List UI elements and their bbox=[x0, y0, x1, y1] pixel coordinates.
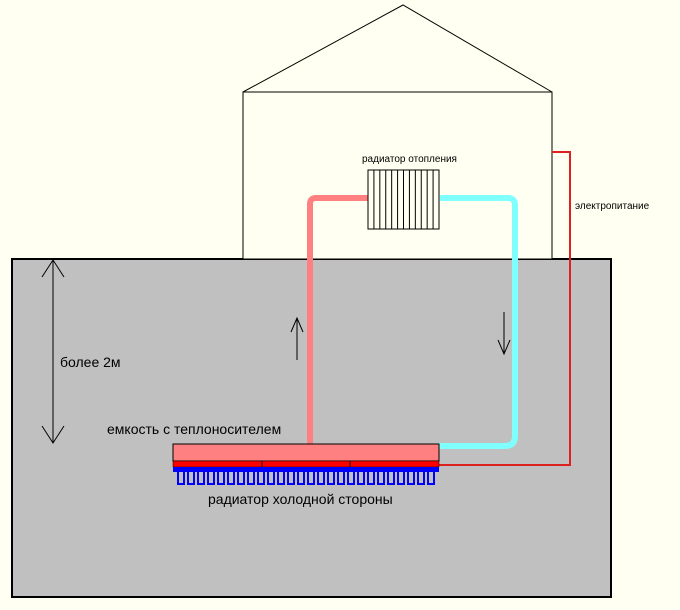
cold-fin bbox=[217, 472, 225, 485]
cold-fin bbox=[227, 472, 235, 485]
cold-fin bbox=[387, 472, 395, 485]
cold-fin bbox=[427, 472, 435, 485]
cold-fin bbox=[327, 472, 335, 485]
peltier-modules bbox=[172, 460, 440, 472]
cold-fin bbox=[347, 472, 355, 485]
depth-label: более 2м bbox=[60, 354, 121, 370]
depth-arrow bbox=[41, 259, 65, 444]
cold-fin bbox=[237, 472, 245, 485]
cold-fin bbox=[177, 472, 185, 485]
house-roof bbox=[242, 4, 553, 93]
peltier-hot-side bbox=[172, 460, 440, 468]
cold-fin bbox=[317, 472, 325, 485]
cold-fin bbox=[367, 472, 375, 485]
power-wire bbox=[438, 151, 571, 466]
cold-fin bbox=[257, 472, 265, 485]
coolant-tank bbox=[172, 443, 440, 462]
cold-fin bbox=[247, 472, 255, 485]
cold-fin bbox=[397, 472, 405, 485]
cold-pipe bbox=[438, 195, 518, 449]
cold-fin bbox=[377, 472, 385, 485]
cold-fin bbox=[407, 472, 415, 485]
cold-side-radiator-label: радиатор холодной стороны bbox=[208, 491, 393, 507]
cold-fin bbox=[267, 472, 275, 485]
cold-fin bbox=[297, 472, 305, 485]
peltier-cold-side bbox=[173, 467, 439, 472]
cold-side-radiator bbox=[177, 472, 435, 485]
flow-arrow-up bbox=[290, 316, 304, 360]
cold-fin bbox=[337, 472, 345, 485]
cold-fin bbox=[357, 472, 365, 485]
cold-fin bbox=[417, 472, 425, 485]
flow-arrow-down bbox=[497, 312, 511, 356]
hot-pipe bbox=[307, 195, 370, 444]
heating-radiator-label: радиатор отопления bbox=[362, 154, 457, 165]
cold-fin bbox=[197, 472, 205, 485]
power-supply-label: электропитание bbox=[575, 201, 650, 212]
cold-fin bbox=[287, 472, 295, 485]
cold-fin bbox=[307, 472, 315, 485]
cold-fin bbox=[277, 472, 285, 485]
heating-radiator bbox=[367, 169, 440, 230]
tank-label: емкость с теплоносителем bbox=[107, 421, 281, 437]
cold-fin bbox=[187, 472, 195, 485]
cold-fin bbox=[207, 472, 215, 485]
